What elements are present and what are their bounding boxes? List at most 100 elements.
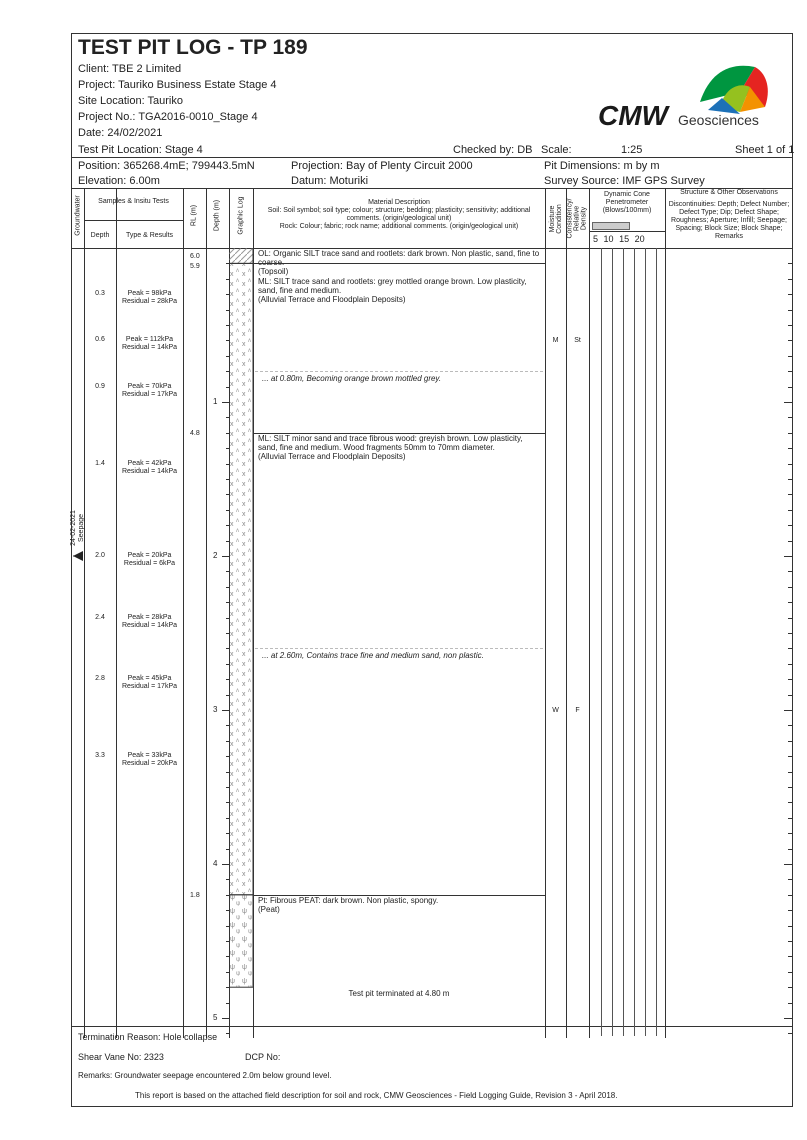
- graphic-log: xᴧψψ: [229, 248, 253, 988]
- layer-unit: (Topsoil): [258, 267, 289, 276]
- dcp-scale: 5 10 15 20: [593, 234, 645, 244]
- page-border: [71, 33, 793, 1107]
- depth-tick: [788, 509, 792, 511]
- moisture-value: M: [552, 337, 559, 345]
- depth-tick: [788, 848, 792, 850]
- depth-tick: [226, 1002, 229, 1004]
- depth-tick: [222, 864, 229, 865]
- moisture-value: W: [552, 707, 559, 714]
- depth-tick: [226, 941, 229, 942]
- depth-tick: [788, 941, 792, 942]
- depth-label: 2: [213, 551, 218, 560]
- depth-tick: [226, 602, 229, 604]
- note-divider: [255, 648, 543, 650]
- depth-tick: [226, 448, 229, 450]
- column-divider: [589, 188, 590, 1038]
- gw-type: Seepage: [78, 513, 85, 543]
- depth-tick: [788, 263, 792, 265]
- depth-tick: [788, 617, 792, 619]
- depth-tick: [226, 648, 229, 650]
- sample-depth: 2.0: [95, 552, 105, 559]
- scale-label: Scale:: [541, 144, 572, 156]
- depth-tick: [226, 633, 229, 634]
- depth-tick: [226, 787, 229, 788]
- depth-tick: [226, 987, 229, 989]
- depth-tick: [788, 879, 792, 881]
- shear-vane-no: Shear Vane No: 2323: [78, 1052, 164, 1062]
- cmw-logo: CMW Geosciences: [590, 62, 785, 132]
- layer-description: ML: SILT trace sand and rootlets: grey m…: [258, 277, 540, 304]
- depth-tick: [788, 771, 792, 773]
- depth-tick: [788, 725, 792, 727]
- rl-value: 6.0: [190, 252, 200, 260]
- dcp-tick: 5: [593, 234, 599, 244]
- depth-tick: [226, 817, 229, 819]
- depth-tick: [788, 756, 792, 758]
- depth-tick: [222, 402, 229, 403]
- depth-label: 1: [213, 397, 218, 406]
- page-title: TEST PIT LOG - TP 189: [78, 36, 308, 59]
- depth-tick: [226, 725, 229, 727]
- depth-tick: [788, 340, 792, 342]
- peak-value: Peak = 98kPa: [127, 290, 172, 298]
- peak-value: Peak = 70kPa: [127, 382, 172, 390]
- layer-boundary: [253, 894, 545, 896]
- layer-boundary: [253, 263, 545, 265]
- depth-tick: [226, 771, 229, 773]
- depth-tick: [226, 386, 229, 388]
- col-rl: RL (m): [190, 204, 198, 227]
- depth-tick: [784, 556, 792, 557]
- material-title: Material Description: [368, 199, 430, 206]
- peak-value: Peak = 42kPa: [127, 459, 172, 467]
- col-material-description: Material Description Soil: Soil symbol; …: [258, 199, 540, 231]
- client: Client: TBE 2 Limited: [78, 63, 182, 75]
- depth-tick: [788, 525, 792, 527]
- depth-tick: [788, 417, 792, 419]
- column-divider: [253, 188, 254, 1038]
- dcp-tick: 10: [603, 234, 614, 244]
- structure-desc: Discontinuities: Depth; Defect Number; D…: [668, 201, 790, 240]
- dcp-gridline: [634, 248, 635, 1036]
- col-groundwater: Groundwater: [74, 195, 82, 236]
- depth-tick: [222, 710, 229, 711]
- depth-tick: [226, 309, 229, 311]
- depth-tick: [788, 463, 792, 465]
- layer-unit: (Peat): [258, 904, 280, 914]
- depth-tick: [788, 586, 792, 588]
- note-divider: [255, 371, 543, 373]
- depth-tick: [226, 525, 229, 527]
- depth-tick: [226, 848, 229, 850]
- peak-value: Peak = 112kPa: [125, 336, 174, 344]
- depth-tick: [788, 633, 792, 634]
- depth-tick: [226, 894, 229, 896]
- sample-depth: 1.4: [95, 459, 105, 467]
- dcp-gridline: [623, 248, 624, 1036]
- column-divider: [545, 188, 546, 1038]
- depth-tick: [788, 386, 792, 388]
- depth-tick: [788, 925, 792, 927]
- depth-tick: [226, 540, 229, 542]
- column-divider: [84, 188, 85, 1038]
- layer-unit: (Alluvial Terrace and Floodplain Deposit…: [258, 451, 406, 461]
- checked-by: Checked by: DB: [453, 144, 533, 156]
- sample-depth: 0.9: [95, 382, 105, 390]
- depth-tick: [226, 694, 229, 696]
- structure-title: Structure & Other Observations: [680, 189, 778, 196]
- layer-description: OL: Organic SILT trace sand and rootlets…: [258, 249, 540, 276]
- residual-value: Residual = 14kPa: [121, 467, 178, 475]
- project-number: Project No.: TGA2016-0010_Stage 4: [78, 111, 258, 123]
- depth-tick: [788, 371, 792, 373]
- depth-tick: [788, 787, 792, 788]
- layer-text: OL: Organic SILT trace sand and rootlets…: [258, 249, 540, 267]
- depth-tick: [788, 802, 792, 804]
- depth-tick: [226, 910, 229, 912]
- depth-tick: [784, 402, 792, 403]
- depth-tick: [788, 294, 792, 296]
- depth-tick: [226, 340, 229, 342]
- depth-tick: [226, 617, 229, 619]
- depth-tick: [788, 894, 792, 896]
